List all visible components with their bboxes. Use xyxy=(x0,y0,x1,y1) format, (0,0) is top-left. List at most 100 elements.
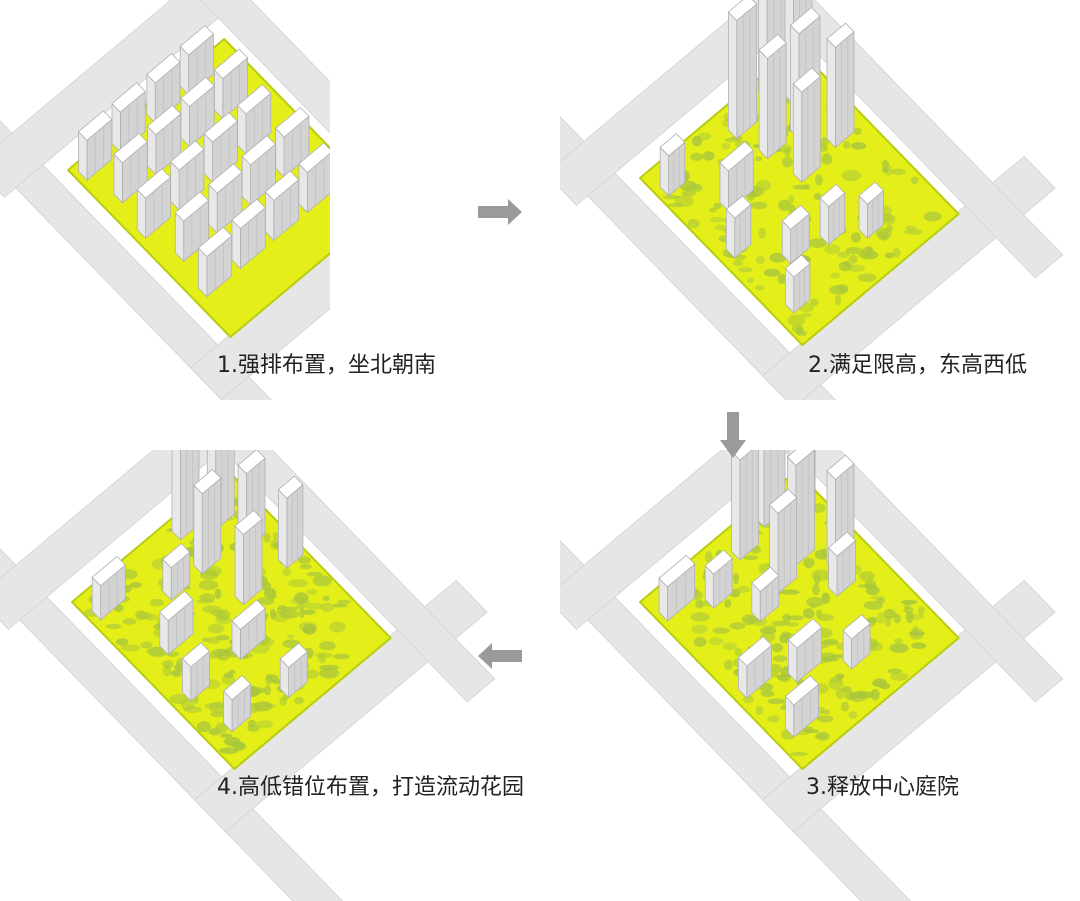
building xyxy=(113,132,148,204)
building xyxy=(264,170,300,242)
road-north xyxy=(0,450,223,630)
building xyxy=(758,33,787,160)
tree-cluster xyxy=(709,207,717,213)
tree-cluster xyxy=(891,168,906,176)
panel-step-4 xyxy=(0,450,496,901)
tree-cluster xyxy=(834,295,842,306)
building xyxy=(784,675,820,738)
tree-cluster xyxy=(778,199,791,212)
tree-cluster xyxy=(287,634,295,639)
building xyxy=(826,22,855,149)
tree-cluster xyxy=(223,736,241,747)
panel-step-2 xyxy=(560,0,1064,400)
tree-cluster xyxy=(319,641,336,651)
panel-step-1 xyxy=(0,0,330,400)
building xyxy=(136,168,171,240)
tree-cluster xyxy=(724,599,732,608)
tree-cluster xyxy=(302,609,316,615)
tree-cluster xyxy=(712,627,731,634)
tree-cluster xyxy=(294,696,304,705)
building xyxy=(751,566,780,623)
tree-cluster xyxy=(322,595,330,602)
tree-cluster xyxy=(767,698,785,705)
tree-cluster xyxy=(319,668,340,679)
tree-cluster xyxy=(270,608,276,619)
tree-cluster xyxy=(812,583,820,596)
tree-cluster xyxy=(845,247,863,255)
tree-cluster xyxy=(806,597,824,608)
tree-cluster xyxy=(872,678,887,688)
tree-cluster xyxy=(912,625,919,637)
tree-cluster xyxy=(722,642,737,651)
tree-cluster xyxy=(255,720,273,729)
tree-cluster xyxy=(733,572,740,585)
tree-cluster xyxy=(162,660,174,669)
building-group xyxy=(78,24,330,298)
tree-cluster xyxy=(816,715,834,723)
building xyxy=(197,226,233,298)
tree-cluster xyxy=(841,686,852,694)
tree-cluster xyxy=(850,232,862,243)
building xyxy=(275,106,310,178)
tree-cluster xyxy=(892,248,901,258)
tree-cluster xyxy=(270,611,290,622)
tree-cluster xyxy=(299,563,312,570)
tree-cluster xyxy=(821,153,833,165)
tree-cluster xyxy=(870,595,885,600)
tree-cluster xyxy=(876,597,886,604)
tree-cluster xyxy=(691,624,708,634)
tree-cluster xyxy=(687,218,700,229)
tree-cluster xyxy=(211,648,228,657)
tree-cluster xyxy=(830,272,840,279)
tree-cluster xyxy=(811,569,831,581)
tree-cluster xyxy=(220,733,232,738)
building xyxy=(298,142,330,214)
tree-cluster xyxy=(771,643,783,653)
building-group xyxy=(91,450,308,733)
tree-cluster xyxy=(881,159,889,169)
tree-cluster xyxy=(841,170,862,182)
tree-cluster xyxy=(808,238,827,249)
tree-cluster xyxy=(911,642,927,649)
tree-cluster xyxy=(816,731,830,741)
tree-cluster xyxy=(875,227,892,240)
tree-cluster xyxy=(263,685,272,696)
tree-cluster xyxy=(842,261,850,266)
tree-cluster xyxy=(884,252,895,259)
tree-cluster xyxy=(855,690,867,699)
tree-cluster xyxy=(864,579,877,590)
tree-cluster xyxy=(850,142,867,150)
tree-cluster xyxy=(749,201,768,210)
building xyxy=(208,163,243,235)
tree-cluster xyxy=(802,608,815,619)
tree-cluster xyxy=(917,606,925,615)
tree-cluster xyxy=(870,688,880,701)
building xyxy=(828,531,857,598)
building xyxy=(203,112,238,184)
tree-cluster xyxy=(276,604,288,615)
tree-cluster xyxy=(320,602,334,613)
building xyxy=(277,475,304,570)
tree-cluster xyxy=(835,673,845,680)
tree-cluster xyxy=(904,228,923,235)
step-3-caption: 3.释放中心庭院 xyxy=(806,775,959,800)
tree-cluster xyxy=(810,298,819,307)
tree-cluster xyxy=(216,635,230,641)
building-group xyxy=(658,450,871,738)
tree-cluster xyxy=(905,611,914,624)
tree-cluster xyxy=(691,135,703,147)
tree-cluster xyxy=(755,256,766,264)
tree-cluster xyxy=(304,602,324,610)
building xyxy=(78,110,113,182)
tree-cluster xyxy=(681,189,696,197)
building xyxy=(784,254,811,314)
tree-cluster xyxy=(690,152,704,161)
building xyxy=(231,599,266,661)
tree-cluster xyxy=(773,655,788,662)
tree-cluster xyxy=(279,696,288,706)
tree-cluster xyxy=(743,555,759,561)
tree-cluster xyxy=(265,674,279,683)
building xyxy=(159,590,194,656)
tree-cluster xyxy=(923,211,942,222)
